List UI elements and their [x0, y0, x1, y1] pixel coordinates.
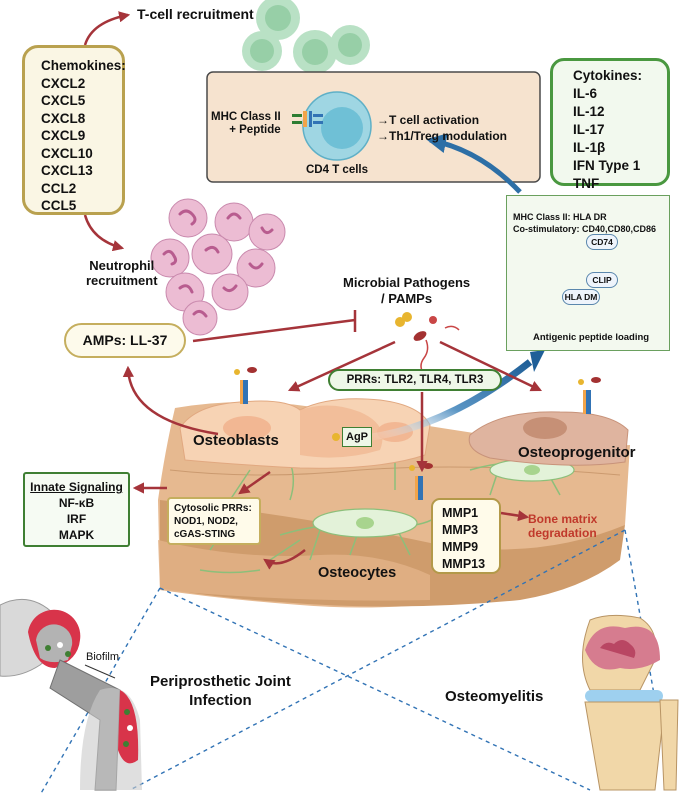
chemokine-item: CCL2 [41, 180, 77, 196]
prrs-box: PRRs: TLR2, TLR4, TLR3 [328, 369, 502, 391]
cytokine-item: IL-12 [573, 104, 605, 119]
chemokine-item: CXCL2 [41, 75, 86, 91]
cytokine-item: IL-6 [573, 86, 598, 101]
mmp-item: MMP3 [442, 523, 479, 537]
antigen-presentation-box: MHC Class II: HLA DR Co-stimulatory: CD4… [506, 195, 670, 351]
mmp-item: MMP1 [442, 506, 479, 520]
hip-implant [0, 598, 142, 791]
cd4-t-cell-nucleus [321, 107, 363, 149]
osteocyte-arrow [263, 549, 306, 570]
neutrophils-cluster [150, 198, 286, 336]
microbial-pathogens [395, 312, 460, 375]
cd74-pill: CD74 [586, 234, 618, 250]
chemokine-item: CXCL8 [41, 110, 86, 126]
osteocyte-nucleus [356, 517, 374, 529]
neutrophil-recruitment-label: Neutrophil recruitment [86, 258, 158, 288]
agp-particle [332, 433, 340, 441]
mhc-receptor [292, 111, 323, 127]
amp-release-arrow [122, 365, 219, 436]
projection-line [159, 587, 591, 791]
agp-box: AgP [342, 427, 372, 447]
bone-matrix-degradation-label: Bone matrix degradation [528, 512, 598, 540]
pji-label: Periprosthetic Joint Infection [150, 673, 291, 709]
cytokines-title: Cytokines: [573, 68, 643, 83]
innate-item: MAPK [58, 528, 95, 542]
cytosolic-prrs-box: Cytosolic PRRs: NOD1, NOD2, cGAS-STING [167, 497, 261, 545]
cd4-t-cells-label: CD4 T cells [306, 164, 368, 176]
pathogen-to-osteoprogenitor-arrow [439, 340, 543, 392]
tcell-activation-arrow [426, 133, 522, 194]
receptor-osteoprogenitor [578, 377, 601, 414]
innate-item: NF-κB [58, 496, 95, 510]
mmp-box: MMP1 MMP3 MMP9 MMP13 [431, 498, 501, 574]
cd4-panel-bg [206, 71, 541, 183]
mmp-item: MMP9 [442, 540, 479, 554]
mmp-item: MMP13 [442, 557, 486, 571]
hla-dm-pill: HLA DM [562, 289, 600, 305]
mhc-peptide-label: MHC Class II + Peptide [211, 111, 281, 136]
biofilm-label: Biofilm [86, 651, 120, 663]
cytokine-item: IL-17 [573, 122, 605, 137]
innate-signaling-box: Innate Signaling NF-κB IRF MAPK [23, 472, 130, 547]
receptor-osteoblast [234, 367, 257, 404]
amp-inhibition-line [192, 318, 356, 343]
chemokine-item: CXCL10 [41, 145, 93, 161]
knee-joint [582, 614, 679, 791]
cytokine-item: IL-1β [573, 140, 606, 155]
costimulatory-line: Co-stimulatory: CD40,CD80,CD86 [513, 224, 657, 234]
tcell-recruitment-arrow [83, 11, 131, 46]
tcell-recruitment-label: T-cell recruitment [137, 6, 254, 22]
tcell-effects: →T cell activation →Th1/Treg modulation [377, 113, 508, 143]
peptide-loading-label: Antigenic peptide loading [533, 332, 650, 343]
innate-signaling-title: Innate Signaling [30, 480, 123, 494]
innate-item: IRF [66, 512, 87, 526]
clip-pill: CLIP [586, 272, 618, 288]
osteomyelitis-label: Osteomyelitis [445, 688, 544, 705]
mhc-class-ii-line: MHC Class II: HLA DR [513, 212, 607, 222]
cytokine-item: TNF [573, 176, 600, 191]
chemokine-item: CXCL9 [41, 128, 86, 143]
mmp-arrow [500, 510, 530, 522]
osteocytes-label: Osteocytes [318, 565, 397, 581]
chemokine-item: CCL5 [41, 198, 77, 213]
chemokines-box: Chemokines: CXCL2 CXCL5 CXCL8 CXCL9 CXCL… [22, 45, 126, 215]
cytokines-box: Cytokines: IL-6 IL-12 IL-17 IL-1β IFN Ty… [550, 58, 670, 191]
osteoblast-to-cytosolic-arrow [238, 470, 271, 495]
cytokine-item: IFN Type 1 [573, 158, 641, 173]
projection-line [129, 529, 626, 791]
chemokine-item: CXCL13 [41, 163, 93, 178]
osteocyte-nucleus [524, 465, 540, 475]
neutrophil-recruitment-arrow [83, 214, 125, 252]
pathogens-label: Microbial Pathogens / PAMPs [343, 275, 471, 306]
osteoprogenitor-cell [468, 411, 629, 466]
chemokine-item: CXCL5 [41, 93, 86, 108]
osteoprogenitor-label: Osteoprogenitor [518, 444, 636, 461]
amps-box: AMPs: LL-37 [64, 323, 186, 358]
t-cells-cluster [242, 0, 370, 74]
osteoblasts-label: Osteoblasts [193, 432, 279, 449]
pathogen-to-osteoblast-arrow [287, 340, 396, 392]
chemokines-title: Chemokines: [41, 58, 126, 73]
